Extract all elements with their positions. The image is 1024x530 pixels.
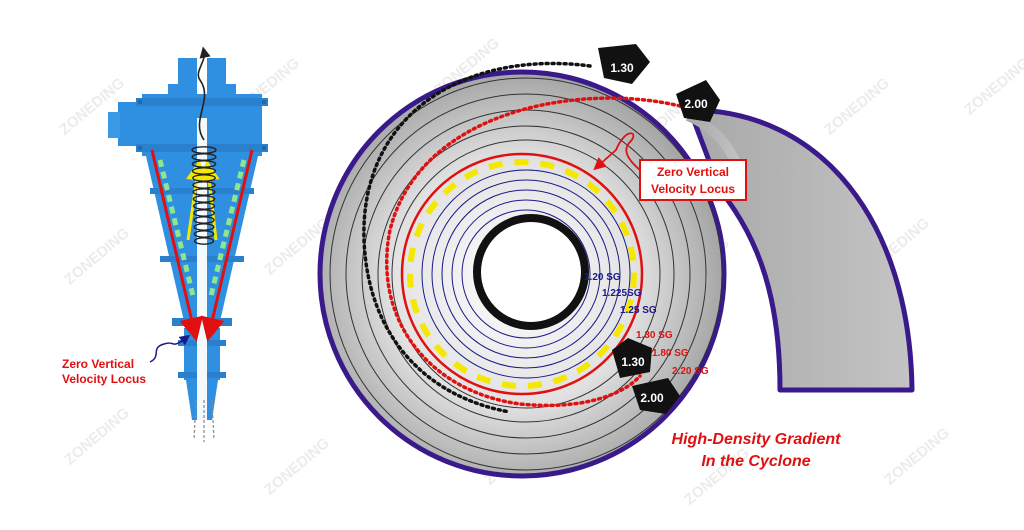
sg-label-2: 1.225SG [602,288,642,299]
watermark-text: ZONEDING [961,55,1024,119]
left-annotation-line2: Velocity Locus [62,372,146,386]
center-outlet [473,214,589,330]
feed-inlet [118,102,144,146]
zero-velocity-ring [400,152,644,396]
svg-text:1.30: 1.30 [621,355,645,369]
downward-flow-arrow-left [150,149,203,342]
spiral-path-1-30 [362,61,592,414]
density-ring [377,125,675,423]
vortex-spiral [191,146,217,245]
air-core-arrow [197,46,211,141]
density-ring [391,139,661,409]
downward-flow-arrow-right [201,149,254,342]
particle-marker-1: 1.30 [598,44,650,84]
upward-flow-arrow-left [186,159,207,241]
callout-pointer [593,132,641,171]
density-ring [431,179,621,369]
vortex-coil-loop [193,237,215,245]
density-ring [421,169,631,379]
caption-line2: In the Cyclone [701,453,810,470]
density-ring [451,199,601,349]
callout-box [639,159,747,201]
watermark-text: ZONEDING [261,435,333,499]
yellow-locus-ring [407,159,637,389]
density-ring [329,77,723,471]
watermark-text: ZONEDING [821,75,893,139]
underflow-arrows [193,399,215,442]
density-ring [345,93,707,455]
svg-text:2.00: 2.00 [684,97,708,111]
sg-label-6: 2.20 SG [672,366,709,377]
watermark-text: ZONEDING [881,425,953,489]
caption-line1: High-Density Gradient [672,431,842,448]
sg-label-3: 1.25 SG [620,305,657,316]
callout-line2: Velocity Locus [651,182,735,196]
sg-label-1: 1.20 SG [584,272,621,283]
green-locus-lines [157,159,247,301]
sg-label-4: 1.30 SG [636,330,673,341]
callout-line1: Zero Vertical [657,165,729,179]
annotation-pointer [149,334,191,363]
svg-text:2.00: 2.00 [640,391,664,405]
watermark-text: ZONEDING [61,225,133,289]
particle-marker-3: 1.30 [612,338,652,378]
particle-marker-2: 2.00 [676,80,720,122]
hydrocyclone-diagram: Zero Vertical Velocity Locus [62,46,268,442]
density-ring [441,189,611,359]
cyclone-cross-section: 1.20 SG 1.225SG 1.25 SG 1.30 SG 1.80 SG … [317,44,915,479]
left-annotation-line1: Zero Vertical [62,357,134,371]
density-rings [329,77,723,471]
density-ring [461,209,591,339]
sg-label-5: 1.80 SG [652,348,689,359]
watermark-text: ZONEDING [61,405,133,469]
particle-marker-4: 2.00 [632,378,680,414]
svg-text:1.30: 1.30 [610,61,634,75]
spiral-path-2-00 [384,96,682,408]
